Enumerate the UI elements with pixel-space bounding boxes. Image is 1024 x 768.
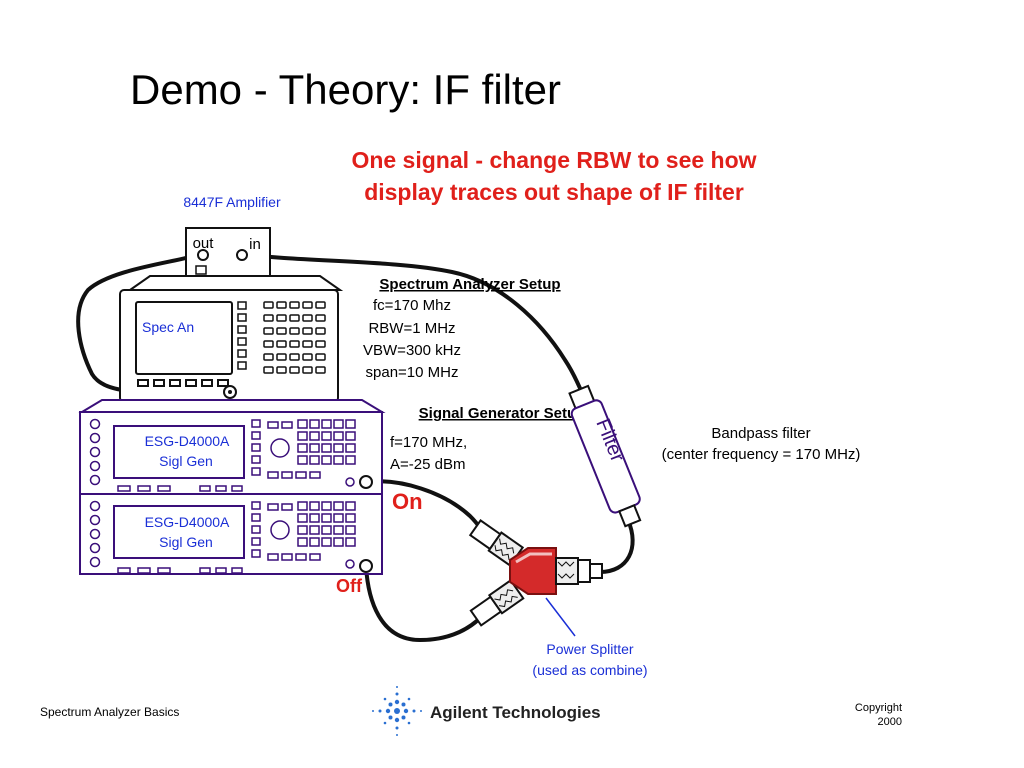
splitter-label-line-2: (used as combine) xyxy=(532,662,647,678)
power-splitter xyxy=(468,519,603,627)
sig-gen-1-label-line-1: ESG-D4000A xyxy=(145,433,230,449)
sig-gen-1-label-line-2: Sigl Gen xyxy=(159,453,213,469)
signal-generator-controls xyxy=(89,418,356,574)
amplifier-label: 8447F Amplifier xyxy=(183,194,281,210)
filter-description-line-1: Bandpass filter xyxy=(711,425,810,442)
spec-an-keypad xyxy=(237,301,326,374)
cable-filter-to-splitter xyxy=(598,518,635,574)
footer-course-title: Spectrum Analyzer Basics xyxy=(40,705,179,719)
sig-gen-2-state: Off xyxy=(336,576,363,596)
sig-gen-setup-line-1: f=170 MHz, xyxy=(390,434,467,451)
sig-gen-2-label-line-1: ESG-D4000A xyxy=(145,514,230,530)
spec-an-setup-heading: Spectrum Analyzer Setup xyxy=(379,276,560,293)
spec-an-setup-line-3: VBW=300 kHz xyxy=(363,342,461,359)
subtitle-line-2: display traces out shape of IF filter xyxy=(364,179,744,205)
sig-gen-2-label-line-2: Sigl Gen xyxy=(159,534,213,550)
sig-gen-setup-line-2: A=-25 dBm xyxy=(390,456,465,473)
filter-description-line-2: (center frequency = 170 MHz) xyxy=(662,446,861,463)
amplifier-in-label: in xyxy=(249,236,261,253)
cable-gen1-to-splitter xyxy=(364,479,486,538)
amplifier-out-port[interactable] xyxy=(197,249,209,261)
amplifier xyxy=(185,227,271,279)
spec-an-setup-line-4: span=10 MHz xyxy=(366,364,459,381)
sig-gen-1-display xyxy=(113,425,245,479)
footer-copyright-line-1: Copyright xyxy=(855,702,902,714)
sig-gen-2-display xyxy=(113,505,245,559)
splitter-pointer xyxy=(545,597,576,637)
subtitle-line-1: One signal - change RBW to see how xyxy=(351,147,756,173)
page-title: Demo - Theory: IF filter xyxy=(130,66,561,113)
sig-gen-2-output-port[interactable] xyxy=(359,559,373,573)
sig-gen-1-state: On xyxy=(392,489,423,514)
sig-gen-setup-heading: Signal Generator Setup xyxy=(419,405,586,422)
cable-amp-in-to-filter xyxy=(241,252,590,410)
spec-an-screen-label: Spec An xyxy=(142,319,194,335)
splitter-label-line-1: Power Splitter xyxy=(546,641,633,657)
spec-an-screen xyxy=(135,301,233,375)
agilent-spark-icon xyxy=(372,686,422,736)
sig-gen-1-output-port[interactable] xyxy=(359,475,373,489)
cable-gen2-to-splitter xyxy=(364,564,488,643)
footer-copyright-line-2: 2000 xyxy=(878,716,902,728)
amplifier-out-label: out xyxy=(193,235,215,252)
spec-an-setup-line-1: fc=170 Mhz xyxy=(373,297,451,314)
bandpass-filter xyxy=(568,384,642,528)
footer-logo-text: Agilent Technologies xyxy=(430,703,601,722)
amplifier-in-port[interactable] xyxy=(236,249,248,261)
signal-generator-2 xyxy=(79,493,383,575)
spec-an-setup-line-2: RBW=1 MHz xyxy=(368,320,455,337)
